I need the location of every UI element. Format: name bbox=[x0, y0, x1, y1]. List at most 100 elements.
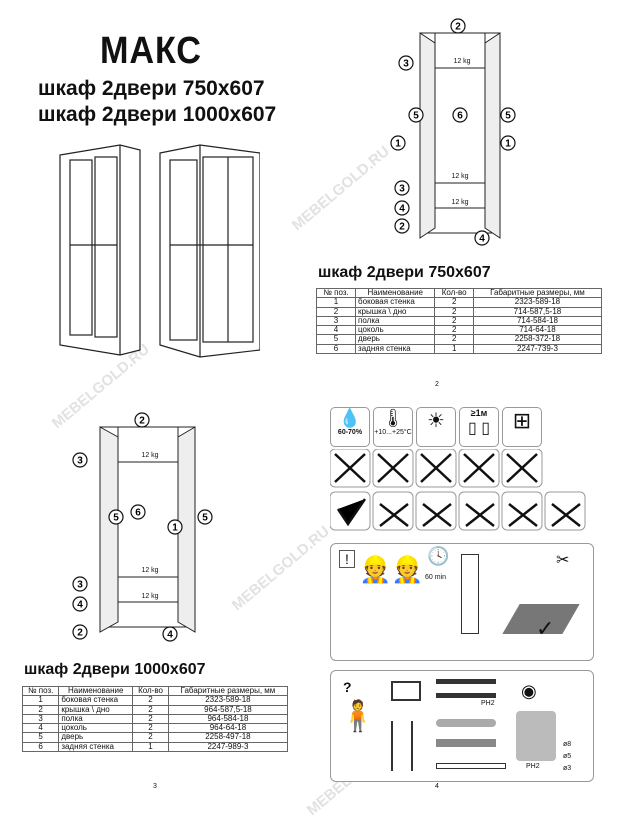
table-cell: 6 bbox=[21, 741, 60, 753]
part-number: 2 bbox=[77, 628, 83, 639]
table-cell: 2 bbox=[132, 695, 169, 706]
no-sunlight-icon: ☀ bbox=[416, 407, 456, 447]
table-cell: дверь bbox=[355, 334, 436, 345]
page-title: МАКС bbox=[100, 30, 202, 72]
table-cell: 1 bbox=[434, 343, 474, 355]
subtitle-1000: шкаф 2двери 1000x607 bbox=[38, 103, 277, 126]
subtitle-750: шкаф 2двери 750x607 bbox=[38, 77, 265, 100]
part-number: 2 bbox=[455, 22, 461, 33]
table-cell: 2247-989-3 bbox=[167, 741, 289, 753]
section-title-750: шкаф 2двери 750x607 bbox=[318, 264, 491, 281]
weight-label: 12 kg bbox=[141, 452, 158, 459]
part-number: 4 bbox=[399, 204, 405, 215]
part-number-marker bbox=[500, 135, 516, 151]
ladder-icon bbox=[391, 721, 413, 771]
weight-label: 12 kg bbox=[141, 593, 158, 600]
table-cell: крышка \ дно bbox=[355, 306, 436, 317]
hammer-icon bbox=[436, 739, 496, 747]
page-number: 3 bbox=[153, 783, 157, 790]
part-number-marker bbox=[72, 576, 88, 592]
checkmark-icon: ✓ bbox=[536, 616, 555, 641]
part-number: 3 bbox=[77, 456, 83, 467]
table-cell: дверь bbox=[58, 732, 134, 743]
part-number-marker bbox=[394, 218, 410, 234]
drill-bit-label: ø8 bbox=[563, 741, 572, 748]
table-cell: 2258-497-18 bbox=[167, 732, 289, 743]
part-number-marker bbox=[390, 135, 406, 151]
table-cell: боковая стенка bbox=[58, 695, 134, 706]
table-cell: 1 bbox=[132, 741, 169, 753]
part-number-marker bbox=[408, 107, 424, 123]
table-cell: крышка \ дно bbox=[58, 704, 134, 715]
window-icon: ⊞ bbox=[502, 407, 542, 447]
part-number: 6 bbox=[135, 508, 141, 519]
watermark: MEBELGOLD.RU bbox=[288, 142, 393, 235]
table-cell: 964-587,5-18 bbox=[167, 704, 289, 715]
time-label: 60 min bbox=[425, 574, 447, 581]
part-number-marker bbox=[452, 107, 468, 123]
part-number-marker bbox=[394, 180, 410, 196]
part-number: 5 bbox=[202, 513, 208, 524]
table-cell: 2258-372-18 bbox=[472, 334, 603, 345]
part-number: 1 bbox=[395, 139, 401, 150]
clock-icon: 🕓 bbox=[427, 546, 450, 566]
heater-distance-icon: ≥1м▯ ▯ bbox=[459, 407, 499, 447]
clamp-icon bbox=[391, 681, 421, 701]
part-number-marker bbox=[72, 596, 88, 612]
part-number-marker bbox=[474, 230, 490, 246]
part-number: 4 bbox=[77, 600, 83, 611]
table-cell: 2 bbox=[434, 306, 474, 317]
weight-label: 12 kg bbox=[141, 567, 158, 574]
table-cell: 6 bbox=[315, 343, 357, 355]
page-number: 2 bbox=[435, 381, 439, 388]
part-number: 2 bbox=[139, 416, 145, 427]
warning-icon: ! bbox=[339, 550, 355, 568]
part-number-marker bbox=[72, 452, 88, 468]
table-cell: 2323-589-18 bbox=[472, 297, 603, 308]
table-cell: 2 bbox=[315, 306, 357, 317]
table-cell: задняя стенка bbox=[355, 343, 436, 355]
part-number: 3 bbox=[399, 184, 405, 195]
part-number: 4 bbox=[167, 630, 173, 641]
part-number: 4 bbox=[479, 234, 485, 245]
part-number-marker bbox=[130, 504, 146, 520]
weight-label: 12 kg bbox=[453, 58, 470, 65]
part-number: 5 bbox=[113, 513, 119, 524]
awl-icon bbox=[436, 719, 496, 727]
part-number: 3 bbox=[403, 59, 409, 70]
ph2-label: PH2 bbox=[526, 763, 540, 770]
screwdriver-ph-icon bbox=[436, 693, 496, 698]
tape-measure-icon: ◉ bbox=[521, 681, 537, 701]
part-number-marker bbox=[394, 200, 410, 216]
preparation-box: ! 👷👷 🕓 60 min ✓ ✂ bbox=[330, 543, 594, 661]
table-cell: 2 bbox=[434, 334, 474, 345]
reading-person-icon: 🧍 bbox=[339, 700, 377, 733]
part-number: 5 bbox=[413, 111, 419, 122]
part-number: 6 bbox=[457, 111, 463, 122]
table-cell: 2 bbox=[434, 297, 474, 308]
humidity-icon: 💧60-70% bbox=[330, 407, 370, 447]
table-cell: 2 bbox=[132, 732, 169, 743]
part-number-marker bbox=[398, 55, 414, 71]
tools-box: ? 🧍 PH2 ◉ PH2 ø8 ø5 ø3 bbox=[330, 670, 594, 782]
drill-bit-label: ø3 bbox=[563, 765, 572, 772]
part-number-marker bbox=[500, 107, 516, 123]
thermometer-icon: 🌡+10...+25°C bbox=[373, 407, 413, 447]
table-cell: 714-587,5-18 bbox=[472, 306, 603, 317]
watermark: MEBELGOLD.RU bbox=[228, 522, 333, 615]
part-number: 5 bbox=[505, 111, 511, 122]
table-cell: боковая стенка bbox=[355, 297, 436, 308]
table-cell: 2 bbox=[132, 704, 169, 715]
drill-bit-label: ø5 bbox=[563, 753, 572, 760]
weight-label: 12 kg bbox=[451, 199, 468, 206]
section-title-1000: шкаф 2двери 1000x607 bbox=[24, 661, 206, 678]
part-number-marker bbox=[108, 509, 124, 525]
scissors-icon: ✂ bbox=[556, 552, 570, 569]
table-cell: 2323-589-18 bbox=[167, 695, 289, 706]
